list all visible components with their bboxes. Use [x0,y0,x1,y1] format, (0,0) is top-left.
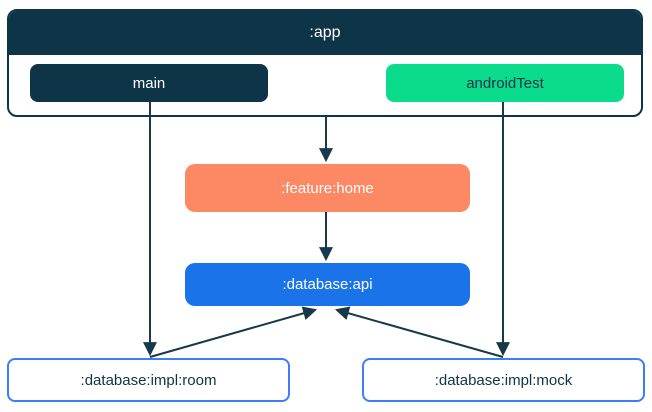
edge-database-impl-room-to-database-api [149,306,318,358]
node-feature-home-label: :feature:home [281,179,374,197]
node-database-api: :database:api [185,263,470,306]
app-module-label: :app [309,24,341,41]
node-database-impl-room: :database:impl:room [7,358,290,402]
node-database-impl-mock-label: :database:impl:mock [434,371,573,389]
node-feature-home: :feature:home [185,164,470,212]
node-database-api-label: :database:api [282,276,373,293]
node-database-impl-room-label: :database:impl:room [80,371,217,389]
source-set-androidtest-label: androidTest [466,74,544,92]
source-set-androidtest: androidTest [386,64,624,102]
app-module-header: :app [9,11,641,55]
node-database-impl-mock: :database:impl:mock [362,358,645,402]
source-set-main: main [30,64,268,102]
source-set-main-label: main [132,74,166,92]
edge-database-impl-mock-to-database-api [334,306,504,358]
